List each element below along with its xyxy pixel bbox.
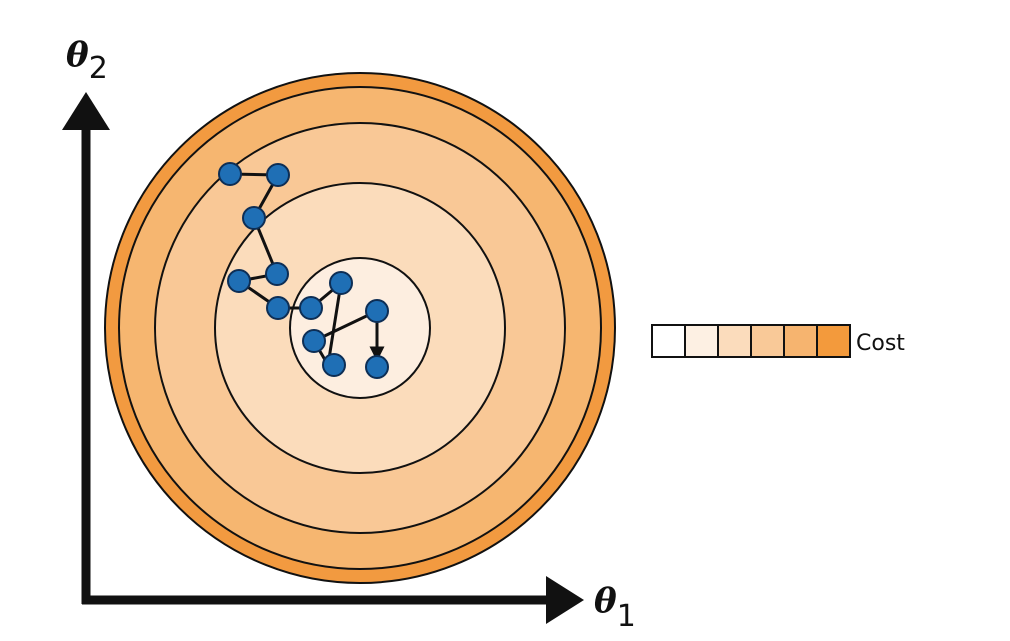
descent-points xyxy=(218,162,389,379)
legend-swatch xyxy=(783,324,818,358)
descent-point xyxy=(265,262,289,286)
descent-point-final xyxy=(365,355,389,379)
legend-swatch xyxy=(684,324,719,358)
descent-point xyxy=(322,353,346,377)
descent-point xyxy=(227,269,251,293)
descent-point xyxy=(299,296,323,320)
descent-point xyxy=(329,271,353,295)
y-axis-label: θ2 xyxy=(66,35,108,86)
legend-swatch xyxy=(717,324,752,358)
legend-swatch xyxy=(816,324,851,358)
descent-point xyxy=(302,329,326,353)
descent-point xyxy=(266,163,290,187)
axes: θ2 θ1 xyxy=(62,35,636,634)
descent-point xyxy=(365,299,389,323)
legend-swatch xyxy=(750,324,785,358)
cost-contours xyxy=(104,72,616,584)
x-axis-arrow xyxy=(546,576,584,624)
descent-point xyxy=(266,296,290,320)
y-axis-arrow xyxy=(62,92,110,130)
legend-swatch xyxy=(651,324,686,358)
legend-swatches xyxy=(651,324,851,358)
legend-label: Cost xyxy=(856,331,905,356)
descent-point xyxy=(218,162,242,186)
cost-legend: Cost xyxy=(651,324,905,358)
contour-ring-5 xyxy=(289,257,431,399)
descent-point xyxy=(242,206,266,230)
x-axis-label: θ1 xyxy=(594,581,636,634)
